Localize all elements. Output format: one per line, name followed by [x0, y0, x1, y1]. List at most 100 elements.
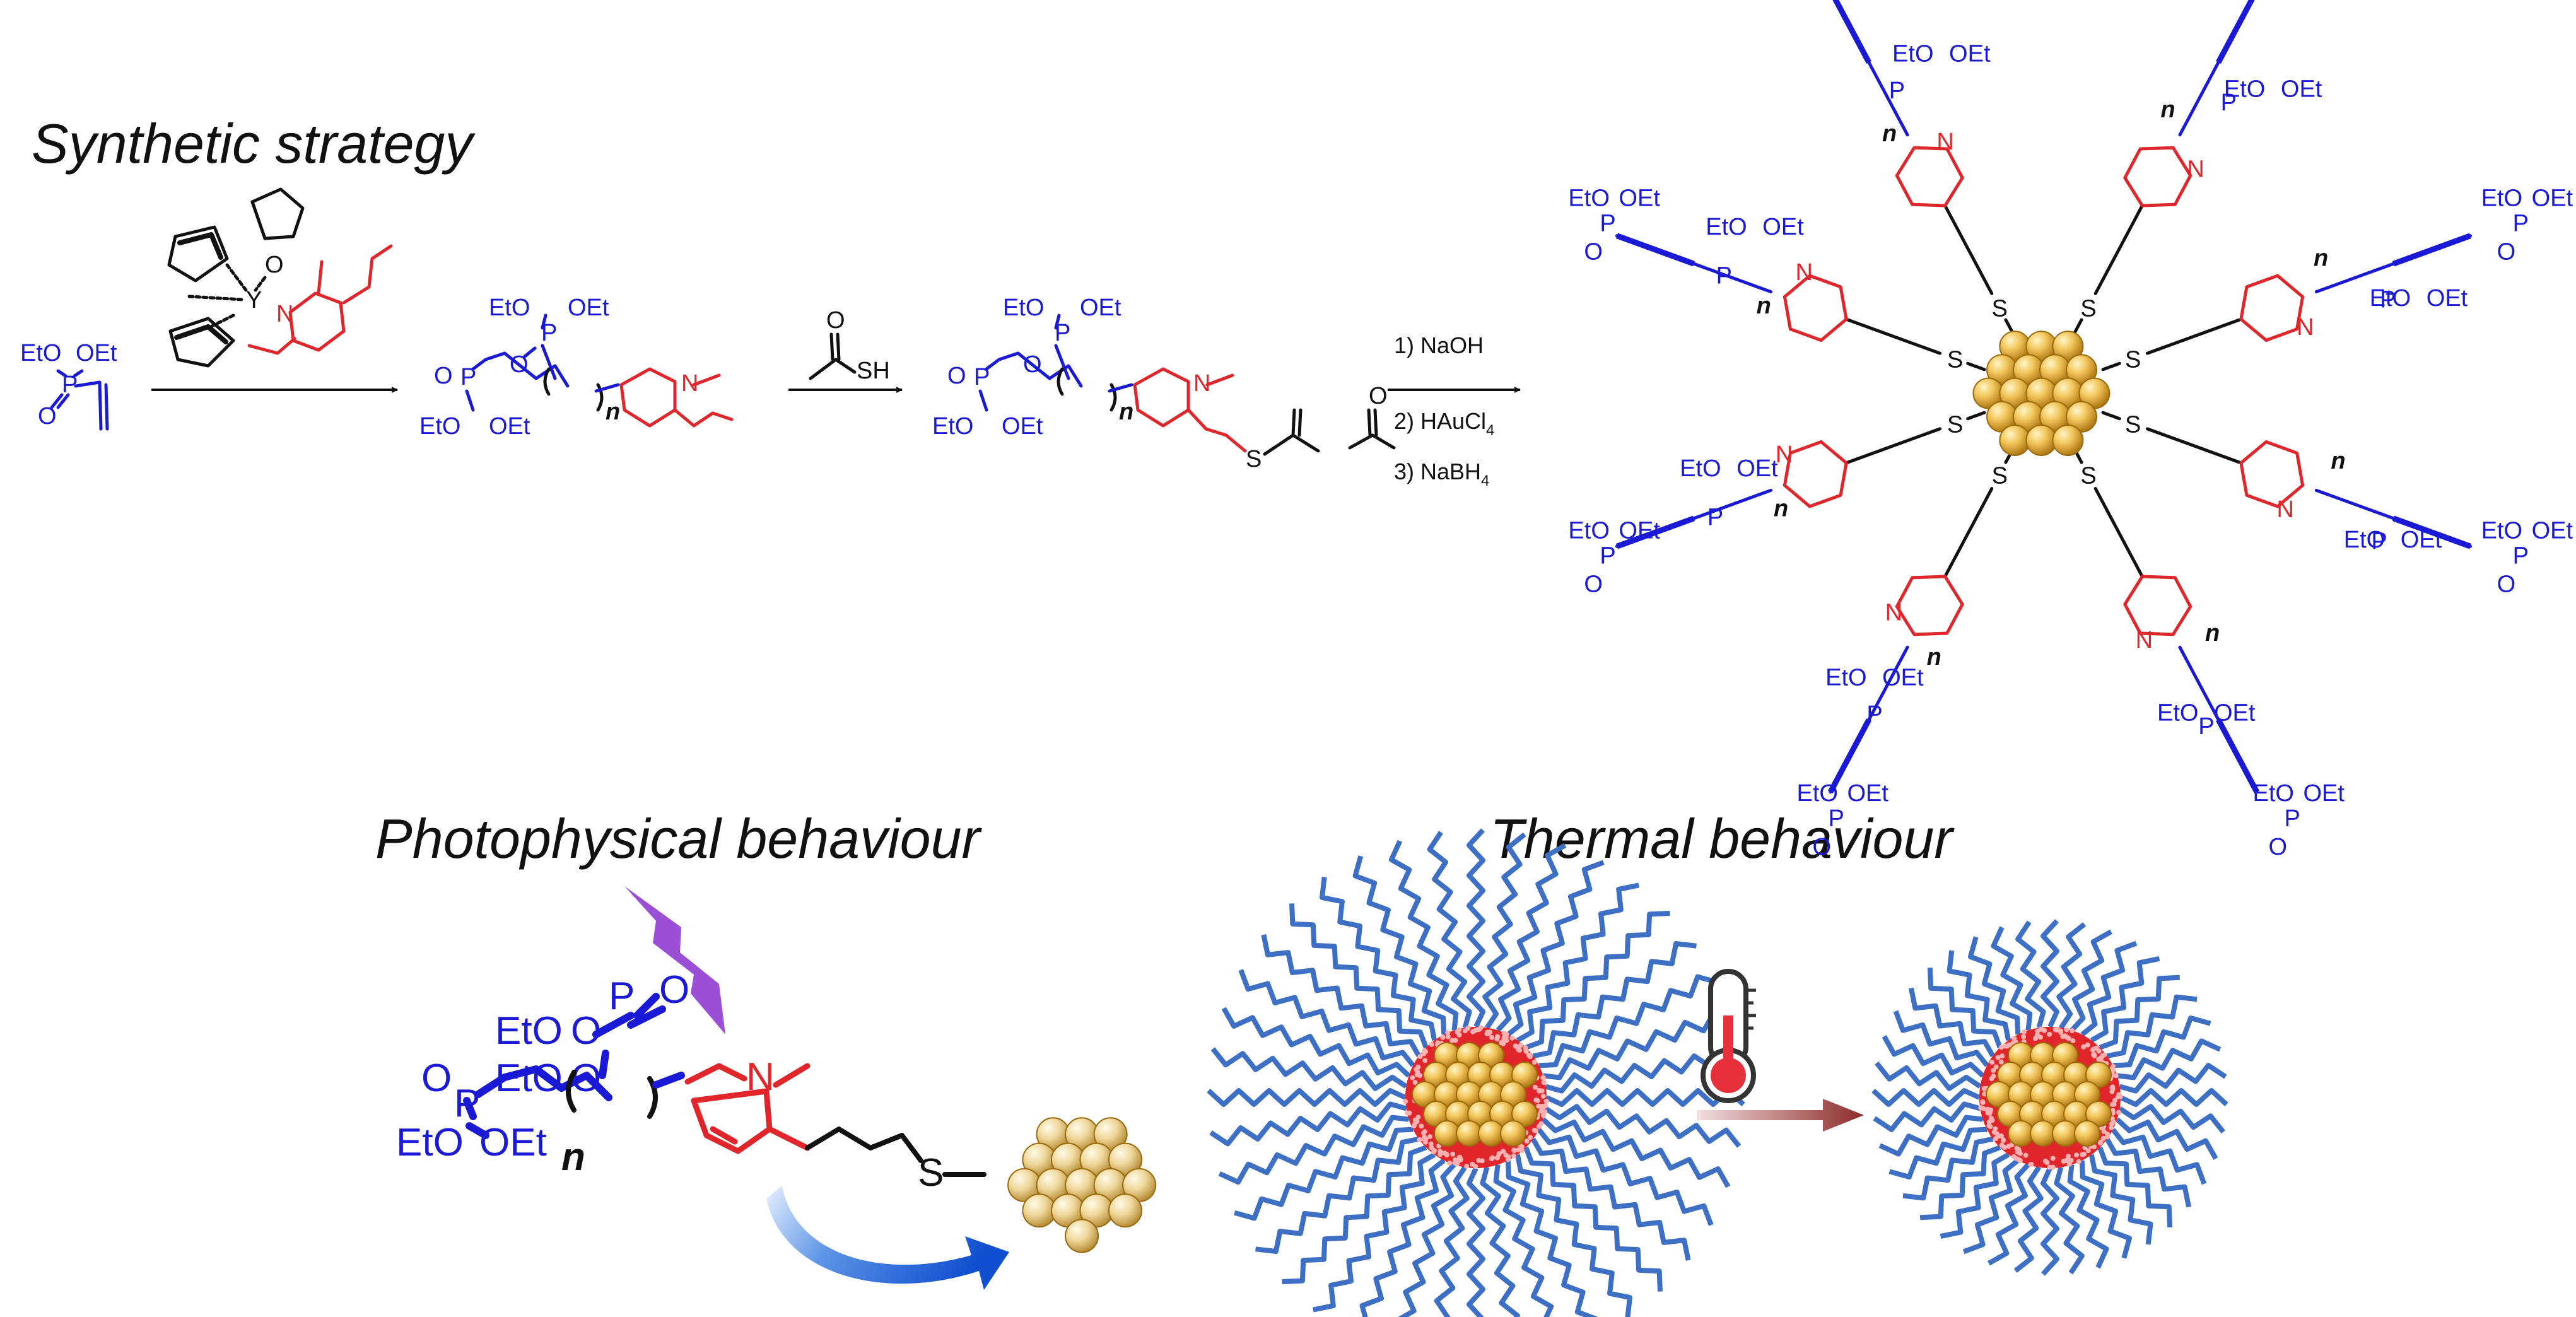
shell-dot [2053, 1027, 2058, 1033]
shell-dot [1464, 1164, 1469, 1169]
arm-eto2: EtO [1680, 455, 1721, 482]
pyridine-ring [2125, 148, 2191, 206]
shell-dot [1999, 1053, 2005, 1058]
arm-o: O [1813, 0, 1832, 3]
gold-atom [1999, 425, 2030, 455]
shell-dot [1533, 1098, 1538, 1103]
gold-atom [1065, 1220, 1098, 1253]
pyridine-n: N [2136, 627, 2153, 653]
arm-o: O [1584, 239, 1603, 266]
arm-p2: P [1707, 505, 1723, 531]
photo-o-left: O [421, 1057, 452, 1100]
pyridine-ring [1897, 577, 1962, 635]
pyridine-ring [2125, 577, 2191, 635]
shell-dot [1532, 1060, 1537, 1065]
thioacid-o: O [826, 307, 845, 334]
shell-dot [1440, 1035, 1445, 1040]
shell-dot [2076, 1159, 2081, 1164]
shell-dot [1455, 1029, 1460, 1034]
polymer-chain [1469, 830, 1483, 1027]
shell-dot [2051, 1156, 2056, 1161]
arm-oet: OEt [1619, 517, 1660, 544]
shell-dot [1470, 1029, 1475, 1034]
p2-oet-top: OEt [1080, 295, 1121, 321]
reagent-step3: 3) NaBH4 [1394, 459, 1489, 489]
shell-dot [2071, 1038, 2076, 1043]
pyridine-n: N [2187, 156, 2204, 182]
shell-dot [1989, 1115, 1994, 1120]
arm-eto: EtO [1797, 780, 1838, 807]
section-title-photophysical: Photophysical behaviour [375, 807, 983, 870]
functionalized-gold-nanoparticle: SNEtOOEtPOEtOOEtPnSNEtOOEtPOEtOOEtPnSNEt… [1568, 0, 2573, 860]
shell-dot [1444, 1152, 1449, 1157]
arm-p2: P [2380, 286, 2396, 313]
arm-eto: EtO [2481, 185, 2522, 212]
shell-dot [1489, 1035, 1494, 1040]
arm-oet2: OEt [2401, 527, 2442, 553]
shell-dot [2081, 1152, 2087, 1157]
shell-dot [1517, 1048, 1522, 1053]
monomer-eto: EtO [20, 340, 61, 366]
p1-o-left: O [434, 363, 453, 389]
shell-dot [1541, 1094, 1546, 1099]
section-title-synthetic: Synthetic strategy [32, 112, 476, 175]
arm-n: n [2331, 448, 2345, 474]
gold-atom [2052, 425, 2083, 455]
shell-dot [2022, 1029, 2027, 1034]
shell-dot [2016, 1147, 2021, 1152]
arm-n: n [2314, 245, 2328, 272]
shell-dot [1447, 1161, 1452, 1166]
arm-p: P [1600, 211, 1615, 237]
arm-oet: OEt [2532, 185, 2573, 212]
thiol-s: S [2080, 296, 2096, 322]
arm-o: O [2497, 571, 2516, 597]
shell-dot [1982, 1086, 1987, 1091]
shell-dot [1509, 1036, 1514, 1041]
shell-dot [1422, 1129, 1427, 1134]
gold-np-collapsed-shell [1873, 921, 2227, 1274]
arm-p2: P [1716, 263, 1732, 290]
arm-eto2: EtO [1825, 664, 1866, 691]
shell-dot [1987, 1111, 1992, 1116]
shell-dot [1423, 1137, 1428, 1142]
shell-dot [2043, 1159, 2048, 1164]
p1-eto-top: EtO [489, 295, 530, 321]
arm-oet2: OEt [1882, 664, 1924, 691]
gold-atom [1109, 1194, 1142, 1227]
polymer-chain [1539, 977, 1718, 1066]
shell-dot [1450, 1152, 1455, 1157]
polymer-chain [1211, 1104, 1407, 1144]
arm-oet: OEt [2532, 517, 2573, 544]
p1-n: n [606, 399, 620, 425]
shell-dot [1512, 1148, 1517, 1153]
shell-dot [2099, 1139, 2104, 1144]
arm-oet2: OEt [1736, 455, 1778, 482]
shell-dot [1438, 1149, 1443, 1154]
shell-dot [1449, 1038, 1455, 1043]
gold-atom [2075, 1121, 2100, 1146]
shell-dot [1989, 1060, 1994, 1065]
photo-eto-top: EtO [495, 1009, 563, 1053]
shell-dot [1978, 1105, 1983, 1110]
arm-eto2: EtO [1892, 40, 1933, 67]
shell-dot [2090, 1048, 2095, 1053]
arm-p2: P [1889, 78, 1905, 104]
thiol-s: S [1947, 411, 1963, 438]
shell-dot [1445, 1030, 1450, 1035]
arm-eto: EtO [1568, 185, 1609, 212]
shell-dot [1988, 1124, 1993, 1129]
shell-dot [1490, 1156, 1495, 1161]
shell-dot [2047, 1165, 2052, 1170]
shell-dot [2081, 1045, 2086, 1050]
arm-o: O [2268, 834, 2287, 860]
shell-dot [1465, 1026, 1470, 1031]
shell-dot [1494, 1036, 1499, 1041]
section-title-thermal: Thermal behaviour [1490, 807, 1955, 870]
p2-o-left: O [947, 363, 966, 389]
shell-dot [1453, 1157, 1458, 1162]
photo-o-top2: O [659, 968, 689, 1012]
thiol-s: S [1992, 296, 2008, 322]
thiol-s: S [2125, 347, 2141, 373]
thiol-s: S [1947, 347, 1963, 373]
photophysical-scheme: EtO O P O EtO O O P EtO OEt n N S [396, 886, 1156, 1290]
